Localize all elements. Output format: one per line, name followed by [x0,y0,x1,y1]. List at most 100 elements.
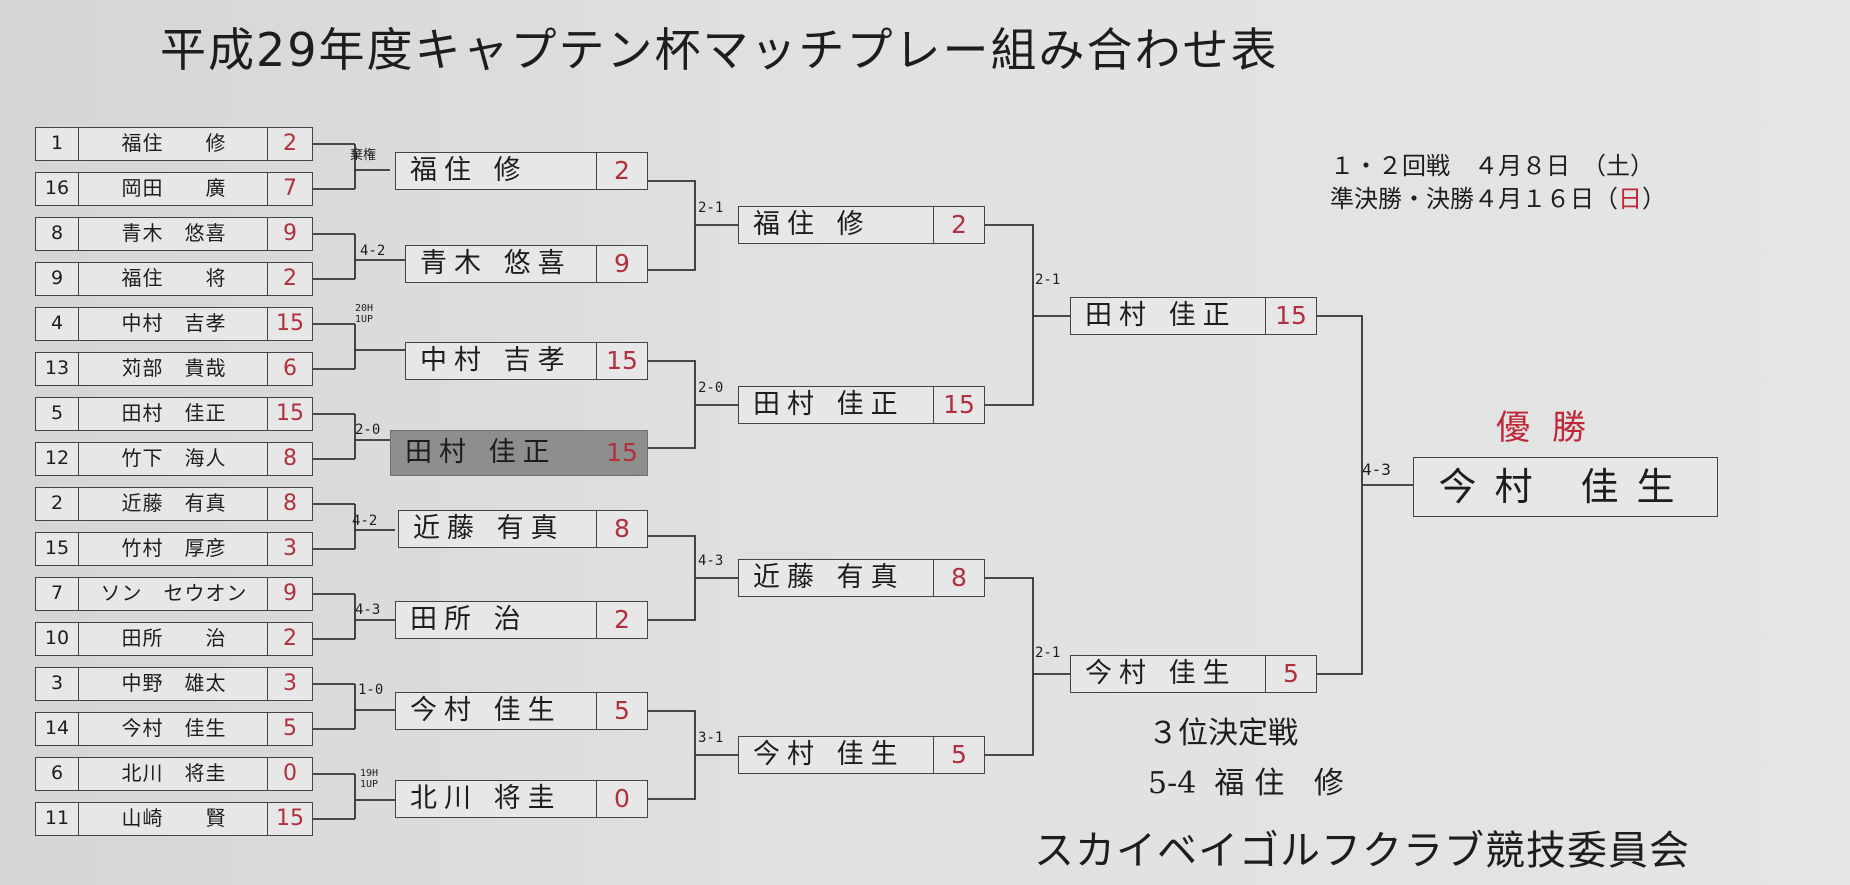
seed-number: 5 [36,398,79,430]
handicap: 7 [267,173,312,205]
player-name: 田所 治 [410,604,528,635]
player-name: 田所 治 [121,626,227,650]
player-name: 今村 佳生 [1085,658,1237,689]
player-name: 岡田 廣 [121,176,227,200]
seed-number: 16 [36,173,79,205]
handicap: 5 [1265,656,1316,692]
player-name: 福住 修 [121,131,227,155]
seed-number: 7 [36,578,79,610]
handicap: 2 [933,207,984,243]
seed-number: 2 [36,488,79,520]
seed-number: 9 [36,263,79,295]
handicap: 0 [267,758,312,790]
handicap: 3 [267,533,312,565]
seed-number: 6 [36,758,79,790]
seed-number: 13 [36,353,79,385]
match-result: 4-3 [1362,460,1391,479]
player-name: 中村 吉孝 [121,311,227,335]
seed-number: 14 [36,713,79,745]
handicap: 8 [933,560,984,596]
entry-row: 10 田所 治 2 [35,622,313,656]
player-name: 中野 雄太 [121,671,227,695]
third-place-name: 福住 修 [1214,766,1354,801]
handicap: 15 [267,308,312,340]
handicap: 15 [267,398,312,430]
match-result: 19H 1UP [360,768,379,790]
schedule-info: １・２回戦 ４月８日 （土） 準決勝・決勝４月１６日（日） [1330,150,1666,216]
player-name: 田村 佳正 [121,401,227,425]
seed-number: 8 [36,218,79,250]
entry-row: 15 竹村 厚彦 3 [35,532,313,566]
champion-label: 優勝 [1496,408,1608,448]
seed-number: 15 [36,533,79,565]
player-name: 青木 悠喜 [420,248,572,279]
schedule-line2-close: ） [1642,185,1666,213]
match-result: 2-1 [1035,272,1061,288]
champion-box: 今村 佳生 [1413,457,1718,517]
semifinal-box: 今村 佳生 5 [1070,655,1317,693]
schedule-line2-main: 準決勝・決勝４月１６日（ [1330,185,1618,213]
seed-number: 4 [36,308,79,340]
entry-row: 1 福住 修 2 [35,127,313,161]
handicap: 8 [596,511,647,547]
match-result: 2-0 [698,380,724,396]
player-name: 山崎 賢 [121,806,227,830]
match-result: 1-0 [358,682,384,698]
player-name: 田村 佳正 [753,389,905,420]
committee-name: スカイベイゴルフクラブ競技委員会 [1034,828,1690,874]
handicap: 15 [267,803,312,835]
schedule-line2-day: 日 [1618,185,1642,213]
third-place-title: ３位決定戦 [1148,716,1298,751]
player-name: 竹村 厚彦 [121,536,227,560]
player-name: 今村 佳生 [410,695,562,726]
third-place-result: 5-4 福住 修 [1148,758,1354,802]
handicap: 5 [267,713,312,745]
seed-number: 11 [36,803,79,835]
match-result: 4-2 [360,243,386,259]
handicap: 9 [596,246,647,282]
match-result: 4-3 [355,602,381,618]
handicap: 2 [267,623,312,655]
handicap: 2 [596,602,647,638]
entry-row: 11 山崎 賢 15 [35,802,313,836]
match-result: 4-2 [352,513,378,529]
handicap: 9 [267,218,312,250]
player-name: 近藤 有真 [121,491,227,515]
entry-row: 16 岡田 廣 7 [35,172,313,206]
player-name: 今村 佳生 [121,716,227,740]
player-name: 福住 修 [753,209,871,240]
player-name: 北川 将圭 [410,783,562,814]
handicap: 2 [267,128,312,160]
quarterfinal-box: 福住 修 2 [738,206,985,244]
player-name: 田村 佳正 [1085,300,1237,331]
seed-number: 10 [36,623,79,655]
player-name: 田村 佳正 [405,437,557,468]
schedule-round1: １・２回戦 ４月８日 （土） [1330,152,1654,180]
handicap: 5 [933,737,984,773]
third-place-score: 5-4 [1148,766,1197,801]
match-result: 2-1 [1035,645,1061,661]
match-result: 2-1 [698,200,724,216]
round2-box: 田所 治 2 [395,601,648,639]
round2-box: 青木 悠喜 9 [405,245,648,283]
match-result: 4-3 [698,553,724,569]
handicap: 2 [596,153,647,189]
seed-number: 1 [36,128,79,160]
match-result: 2-0 [355,422,381,438]
